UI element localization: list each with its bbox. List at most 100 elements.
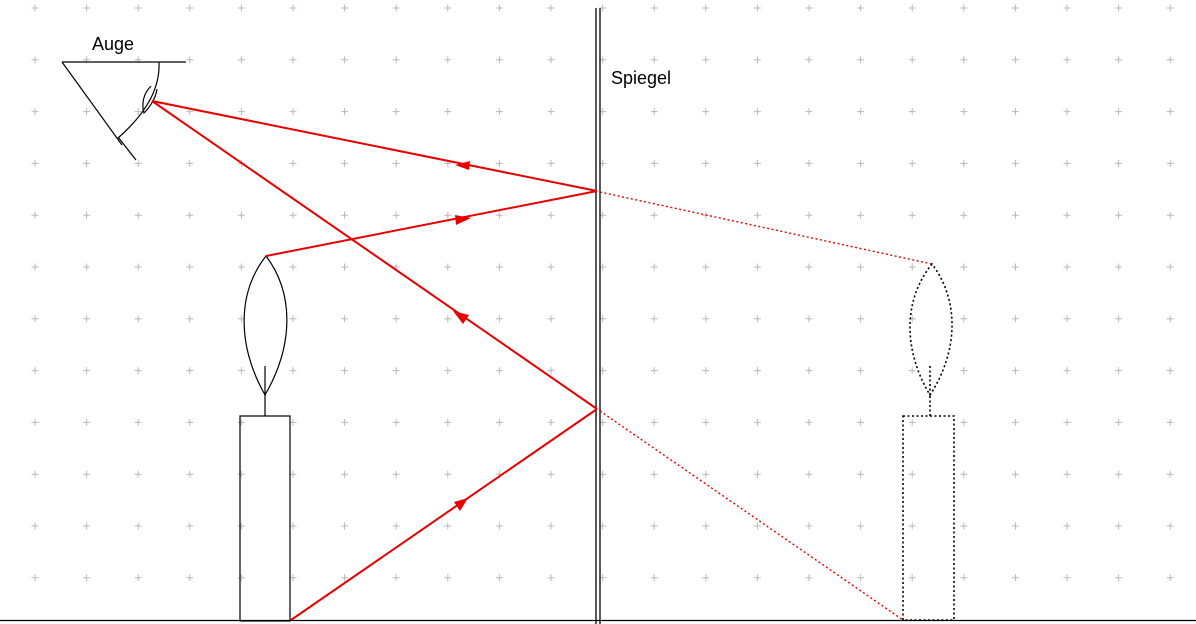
- light-rays: [152, 101, 932, 620]
- grid-mark: [393, 419, 400, 426]
- grid-mark: [1115, 419, 1122, 426]
- grid-mark: [341, 160, 348, 167]
- grid-mark: [754, 160, 761, 167]
- grid-mark: [32, 574, 39, 581]
- grid-mark: [290, 212, 297, 219]
- grid-mark: [1012, 471, 1019, 478]
- grid-mark: [32, 264, 39, 271]
- mirror: [596, 8, 600, 624]
- grid-mark: [341, 523, 348, 530]
- grid-mark: [754, 367, 761, 374]
- grid-mark: [186, 264, 193, 271]
- grid-mark: [238, 523, 245, 530]
- grid-mark: [444, 574, 451, 581]
- grid-mark: [806, 367, 813, 374]
- grid-mark: [702, 160, 709, 167]
- grid-mark: [83, 523, 90, 530]
- grid-mark: [806, 108, 813, 115]
- grid-mark: [341, 367, 348, 374]
- grid-mark: [32, 315, 39, 322]
- grid-mark: [960, 367, 967, 374]
- grid-mark: [548, 315, 555, 322]
- grid-mark: [496, 160, 503, 167]
- grid-mark: [806, 574, 813, 581]
- grid-mark: [238, 108, 245, 115]
- grid-mark: [754, 5, 761, 12]
- grid-mark: [393, 56, 400, 63]
- grid-mark: [651, 264, 658, 271]
- grid-mark: [1012, 56, 1019, 63]
- grid-mark: [1012, 212, 1019, 219]
- grid-mark: [702, 315, 709, 322]
- grid-mark: [186, 523, 193, 530]
- grid-mark: [1167, 523, 1174, 530]
- grid-mark: [135, 5, 142, 12]
- grid-mark: [496, 419, 503, 426]
- grid-mark: [857, 212, 864, 219]
- grid-mark: [341, 5, 348, 12]
- grid-mark: [1012, 315, 1019, 322]
- grid-mark: [548, 264, 555, 271]
- grid-mark: [393, 108, 400, 115]
- grid-mark: [290, 160, 297, 167]
- grid-mark: [135, 523, 142, 530]
- grid-mark: [135, 367, 142, 374]
- grid-mark: [806, 5, 813, 12]
- grid-mark: [909, 5, 916, 12]
- grid-mark: [754, 471, 761, 478]
- grid-mark: [857, 367, 864, 374]
- grid-mark: [702, 471, 709, 478]
- grid-mark: [135, 212, 142, 219]
- grid-mark: [857, 160, 864, 167]
- grid-mark: [1064, 523, 1071, 530]
- grid-mark: [32, 108, 39, 115]
- virtual-ray-base: [600, 411, 903, 620]
- grid-mark: [1064, 56, 1071, 63]
- grid-mark: [238, 471, 245, 478]
- grid-mark: [32, 523, 39, 530]
- grid-mark: [857, 315, 864, 322]
- grid-mark: [393, 212, 400, 219]
- grid-mark: [909, 212, 916, 219]
- grid-mark: [651, 160, 658, 167]
- grid-mark: [909, 160, 916, 167]
- grid-mark: [1012, 264, 1019, 271]
- grid-mark: [1064, 315, 1071, 322]
- grid-mark: [909, 471, 916, 478]
- grid-mark: [496, 56, 503, 63]
- grid-mark: [83, 419, 90, 426]
- ray-flame-to-mirror: [266, 191, 597, 256]
- grid-mark: [1167, 264, 1174, 271]
- grid-mark: [960, 574, 967, 581]
- grid-mark: [960, 523, 967, 530]
- grid-mark: [393, 367, 400, 374]
- grid-mark: [806, 523, 813, 530]
- ray-base-to-mirror: [291, 409, 597, 620]
- grid-mark: [754, 523, 761, 530]
- grid-mark: [393, 523, 400, 530]
- grid-mark: [702, 523, 709, 530]
- grid-mark: [238, 419, 245, 426]
- grid-mark: [857, 523, 864, 530]
- grid-mark: [1012, 574, 1019, 581]
- grid-mark: [186, 56, 193, 63]
- grid-mark: [83, 367, 90, 374]
- grid-mark: [341, 56, 348, 63]
- grid-mark: [1012, 108, 1019, 115]
- arrow-ray-mirror-to-eye-bottom: [453, 311, 469, 324]
- grid-mark: [290, 56, 297, 63]
- grid-mark: [444, 523, 451, 530]
- grid-mark: [83, 574, 90, 581]
- grid-mark: [806, 315, 813, 322]
- grid-mark: [548, 56, 555, 63]
- grid-mark: [1064, 264, 1071, 271]
- grid-mark: [651, 419, 658, 426]
- grid-mark: [1012, 367, 1019, 374]
- grid-mark: [548, 523, 555, 530]
- grid-mark: [651, 212, 658, 219]
- grid-mark: [135, 264, 142, 271]
- candle: [240, 256, 290, 621]
- grid-mark: [754, 264, 761, 271]
- grid-mark: [960, 315, 967, 322]
- grid-mark: [496, 367, 503, 374]
